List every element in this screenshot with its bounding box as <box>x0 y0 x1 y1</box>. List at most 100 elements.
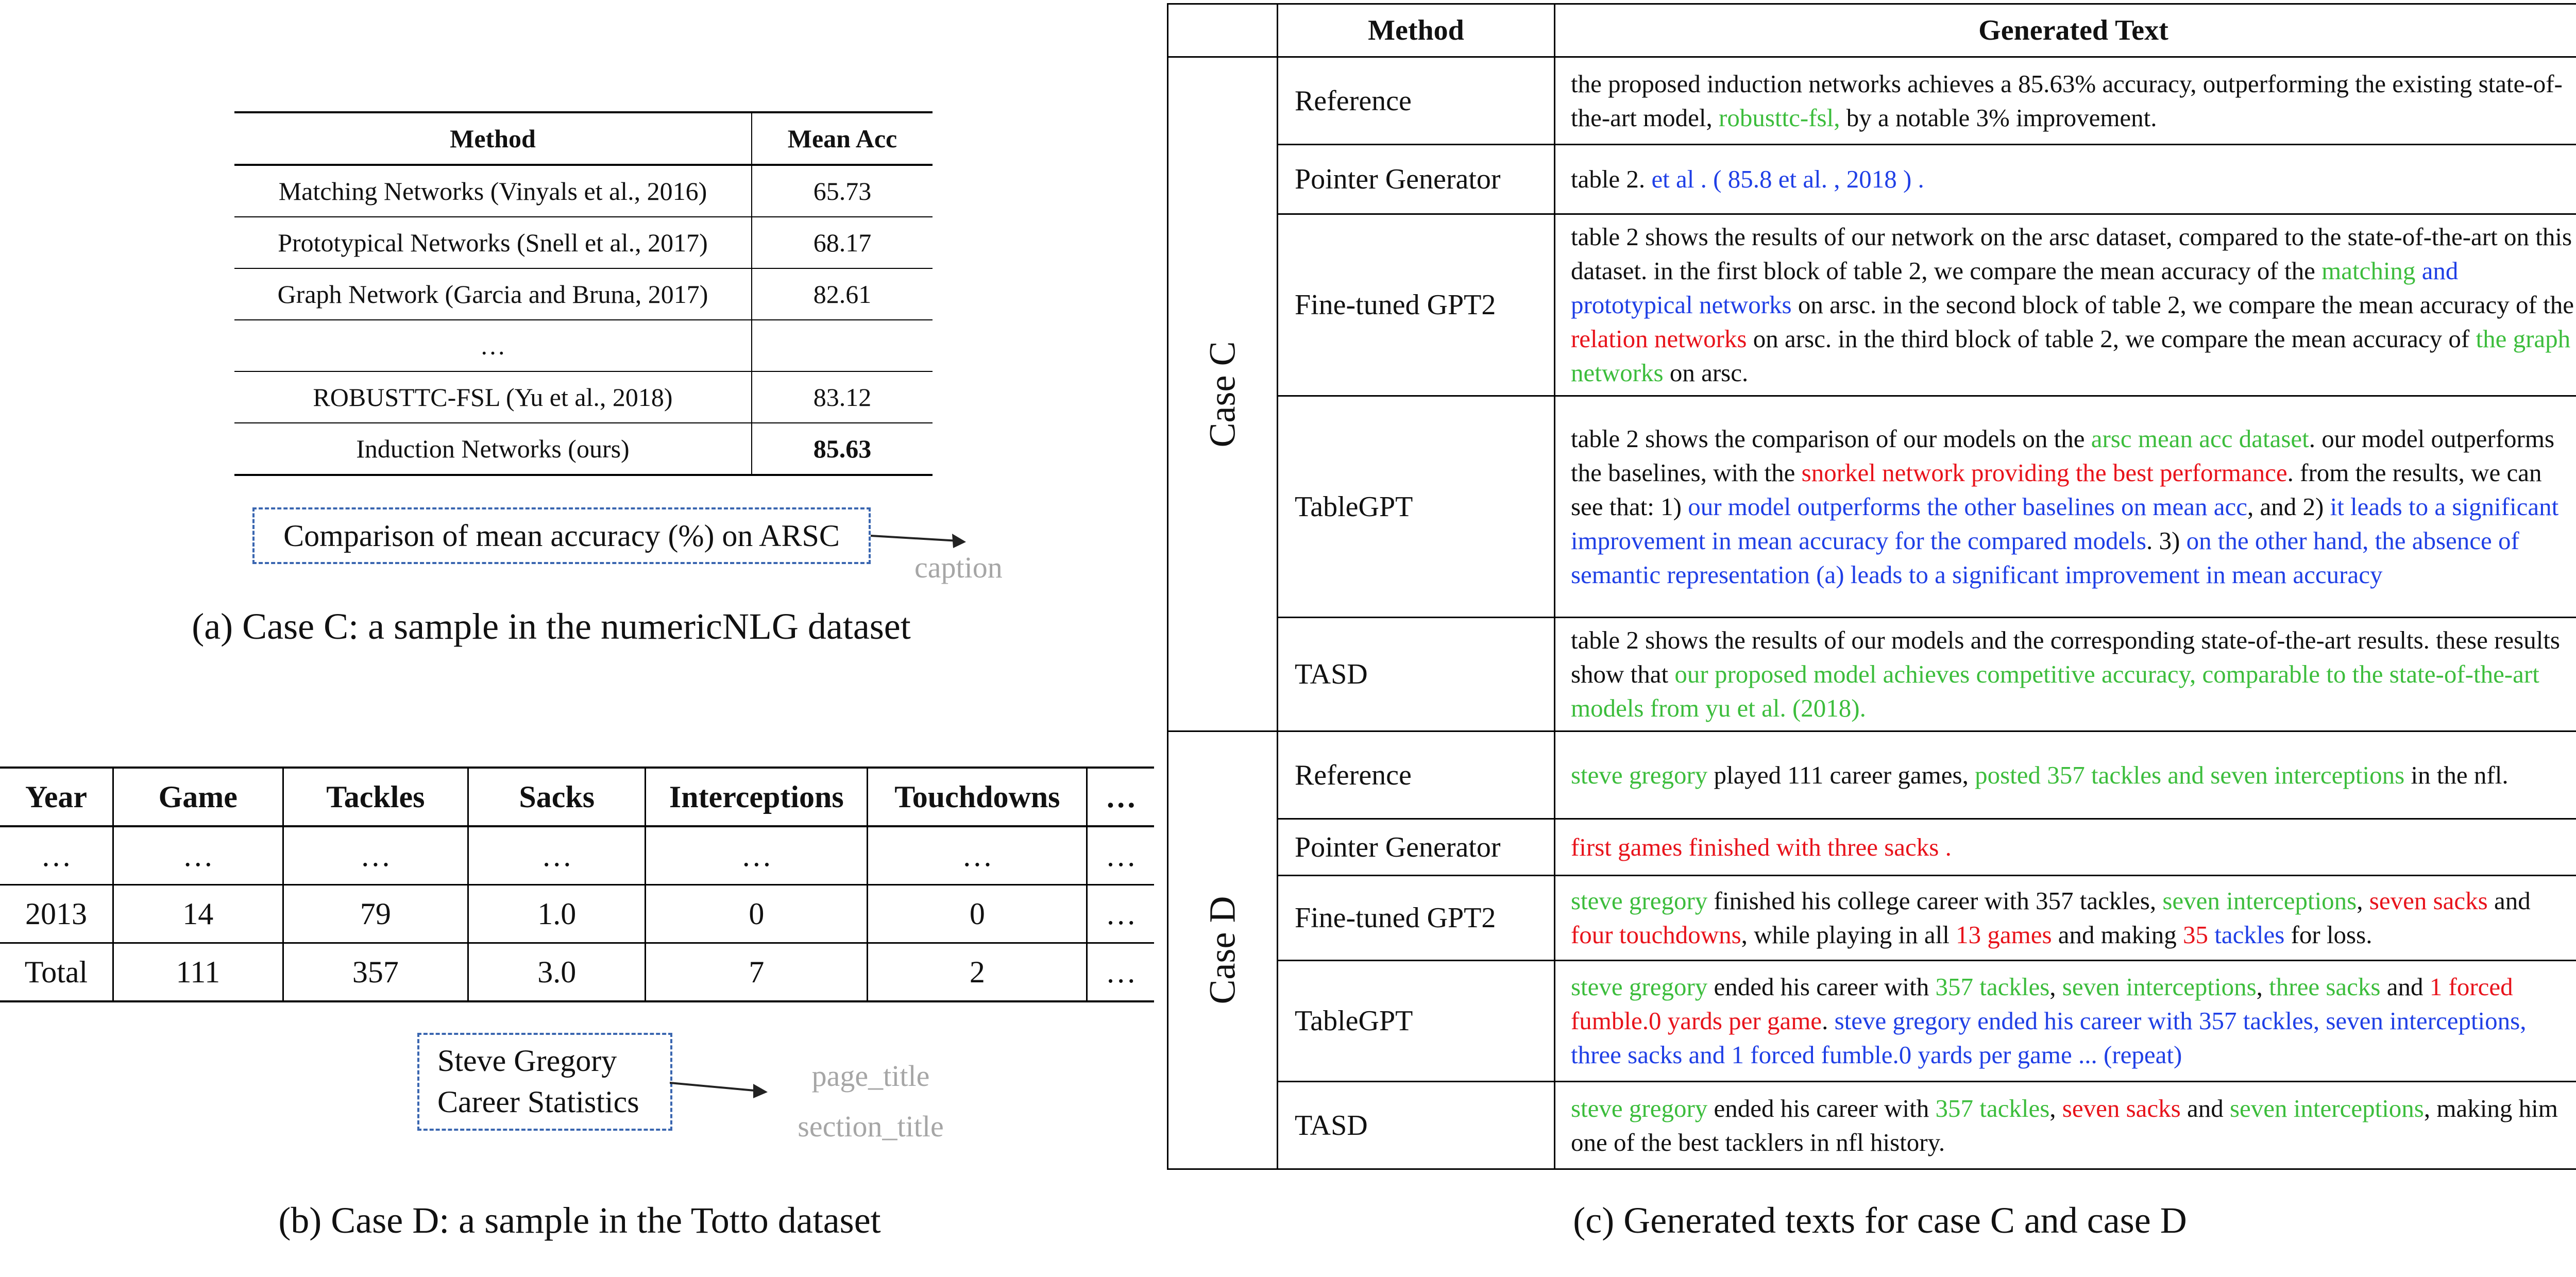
text-segment: steve gregory ended his career with 357 … <box>1570 1007 2527 1069</box>
header-touchdowns: Touchdowns <box>867 767 1087 827</box>
table-row: Fine-tuned GPT2 steve gregory finished h… <box>1168 875 2576 961</box>
table-row: Induction Networks (ours) 85.63 <box>234 423 933 476</box>
text-segment: ended his career with <box>1707 1094 1936 1122</box>
method-cell: TASD <box>1276 1081 1555 1170</box>
numericnlg-sample-table: Method Mean Acc Matching Networks (Vinya… <box>234 111 933 476</box>
table-row: Total 111 357 3.0 7 2 … <box>0 943 1154 1002</box>
table-row: Pointer Generator table 2. et al . ( 85.… <box>1168 144 2576 215</box>
text-segment: seven interceptions <box>2229 1094 2424 1122</box>
table-row: TASD table 2 shows the results of our mo… <box>1168 617 2576 732</box>
method-cell: Induction Networks (ours) <box>234 423 752 476</box>
header-method: Method <box>234 111 752 166</box>
caption-box-text: Comparison of mean accuracy (%) on ARSC <box>283 519 840 553</box>
text-segment: , <box>2049 973 2062 1001</box>
table-row: Case D Reference steve gregory played 11… <box>1167 730 2576 1170</box>
text-segment: table 2 shows the results of our network… <box>1570 223 2572 285</box>
text-segment: 1 forced fumble.0 yards per game <box>1570 973 2513 1035</box>
page-title-text: Steve Gregory <box>437 1044 617 1078</box>
text-segment: steve gregory <box>1570 973 1708 1001</box>
text-segment: , <box>2256 973 2269 1001</box>
method-cell: Reference <box>1276 730 1555 820</box>
text-segment: finished his college career with 357 tac… <box>1707 887 2163 915</box>
caption-box: Comparison of mean accuracy (%) on ARSC <box>252 507 871 564</box>
table-row: 2013 14 79 1.0 0 0 … <box>0 884 1154 944</box>
acc-cell: 83.12 <box>751 371 933 423</box>
generated-text-cell: first games finished with three sacks . <box>1553 818 2576 876</box>
text-segment: and <box>2180 1094 2230 1122</box>
text-segment: . 3) <box>2146 526 2187 555</box>
text-segment: . from the results, we can see that: 1) <box>1570 458 2542 521</box>
method-cell: Graph Network (Garcia and Bruna, 2017) <box>234 268 752 320</box>
header-mean-acc: Mean Acc <box>751 111 933 166</box>
text-segment: our proposed model achieves competitive … <box>1570 660 2539 722</box>
text-segment: seven interceptions <box>2062 973 2257 1001</box>
text-segment: ended his career with <box>1707 973 1936 1001</box>
text-segment: arsc mean acc dataset <box>2091 424 2309 453</box>
generated-text-cell: the proposed induction networks achieves… <box>1553 56 2576 145</box>
text-segment: for loss. <box>2284 921 2372 949</box>
text-segment: the proposed induction networks achieves… <box>1570 69 2563 132</box>
section-title-text: Career Statistics <box>437 1085 639 1119</box>
text-segment: , <box>2049 1094 2062 1122</box>
generated-text-cell: table 2 shows the comparison of our mode… <box>1553 395 2576 618</box>
text-segment: . <box>1822 1007 1835 1035</box>
method-cell: … <box>234 320 752 372</box>
text-segment: snorkel network providing the best perfo… <box>1801 458 2287 487</box>
generated-text-cell: table 2. et al . ( 85.8 et al. , 2018 ) … <box>1553 144 2576 215</box>
subcaption-a: (a) Case C: a sample in the numericNLG d… <box>192 606 911 647</box>
text-segment: our model outperforms the other baseline… <box>1688 492 2247 521</box>
text-segment: on arsc. in the second block of table 2,… <box>1791 291 2574 319</box>
case-d-label: Case D <box>1167 730 1278 1170</box>
text-segment: relation networks <box>1570 325 1747 353</box>
text-segment: the graph networks <box>1570 325 2571 387</box>
text-segment: seven sacks <box>2062 1094 2181 1122</box>
text-segment: steve gregory <box>1570 887 1708 915</box>
text-segment: three sacks <box>2269 973 2381 1001</box>
method-cell: Fine-tuned GPT2 <box>1276 213 1555 397</box>
method-cell: ROBUSTTC-FSL (Yu et al., 2018) <box>234 371 752 423</box>
header-generated-text: Generated Text <box>1553 3 2576 58</box>
text-segment: . our model outperforms the baselines, w… <box>1570 424 2555 487</box>
text-segment: table 2 shows the comparison of our mode… <box>1570 424 2091 453</box>
method-cell: Fine-tuned GPT2 <box>1276 875 1555 961</box>
generated-texts-table: Method Generated Text Case C Reference t… <box>1167 3 2576 1170</box>
text-segment: and making <box>2052 921 2183 949</box>
method-cell: Pointer Generator <box>1276 144 1555 215</box>
method-cell: TableGPT <box>1276 395 1555 618</box>
text-segment: seven interceptions <box>2162 887 2357 915</box>
text-segment: on the other hand, the absence of semant… <box>1570 526 2519 589</box>
generated-text-cell: table 2 shows the results of our network… <box>1553 213 2576 397</box>
text-segment: seven sacks <box>2369 887 2488 915</box>
caption-arrow <box>871 534 966 548</box>
text-segment: 357 tackles <box>1935 973 2050 1001</box>
generated-text-cell: steve gregory ended his career with 357 … <box>1553 1081 2576 1170</box>
header-method: Method <box>1276 3 1555 58</box>
text-segment: , <box>2357 887 2369 915</box>
acc-cell-best: 85.63 <box>751 423 933 476</box>
generated-text-cell: steve gregory finished his college caree… <box>1553 875 2576 961</box>
method-cell: TASD <box>1276 617 1555 732</box>
table-row: Pointer Generator first games finished w… <box>1168 818 2576 876</box>
acc-cell: 65.73 <box>751 165 933 217</box>
table-row: Matching Networks (Vinyals et al., 2016)… <box>234 165 933 217</box>
text-segment: matching <box>2321 257 2416 285</box>
caption-tag: caption <box>914 551 1003 584</box>
header-ellipsis: … <box>1086 767 1154 827</box>
table-row: Case C Reference the proposed induction … <box>1167 56 2576 732</box>
generated-text-cell: steve gregory ended his career with 357 … <box>1553 960 2576 1082</box>
text-segment: table 2 shows the results of our models … <box>1570 626 2560 688</box>
subcaption-b: (b) Case D: a sample in the Totto datase… <box>278 1200 881 1241</box>
text-segment: in the nfl. <box>2404 760 2509 789</box>
text-segment: by a notable 3% improvement. <box>1840 103 2157 132</box>
header-case <box>1167 3 1278 58</box>
text-segment: robusttc-fsl, <box>1719 103 1840 132</box>
text-segment: and prototypical networks <box>1570 257 2459 319</box>
text-segment: and <box>2380 973 2430 1001</box>
table-row: TableGPT steve gregory ended his career … <box>1168 960 2576 1082</box>
table-row: … … … … … … … <box>0 826 1154 886</box>
generated-text-cell: steve gregory played 111 career games, p… <box>1553 730 2576 820</box>
text-segment: et al . ( 85.8 et al. , 2018 ) . <box>1651 165 1924 193</box>
subcaption-c: (c) Generated texts for case C and case … <box>1573 1200 2187 1241</box>
text-segment: 357 tackles <box>1935 1094 2050 1122</box>
method-cell: Prototypical Networks (Snell et al., 201… <box>234 217 752 269</box>
